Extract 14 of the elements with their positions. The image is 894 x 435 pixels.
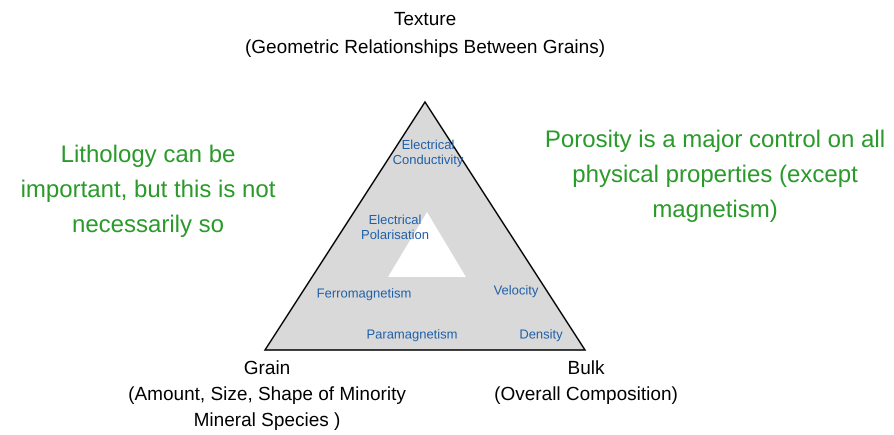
corner-heading: Grain: [242, 357, 292, 381]
property-label: Density: [518, 328, 564, 342]
corner-subtitle: (Geometric Relationships Between Grains): [244, 36, 606, 60]
property-label: Electrical Conductivity: [392, 138, 464, 168]
note-text: Lithology can be important, but this is not necessarily so: [20, 140, 276, 240]
property-label: Electrical Polarisation: [360, 213, 430, 243]
corner-subtitle: (Amount, Size, Shape of Minority Mineral Species ): [127, 383, 407, 433]
property-label: Paramagnetism: [365, 328, 459, 342]
property-label: Ferromagnetism: [316, 286, 412, 302]
corner-heading: Bulk: [566, 357, 606, 381]
corner-heading: Texture: [392, 8, 458, 32]
corner-subtitle: (Overall Composition): [493, 383, 679, 407]
note-text: Porosity is a major control on all physical properties (except magnetism): [544, 125, 886, 225]
property-label: Velocity: [492, 284, 540, 298]
